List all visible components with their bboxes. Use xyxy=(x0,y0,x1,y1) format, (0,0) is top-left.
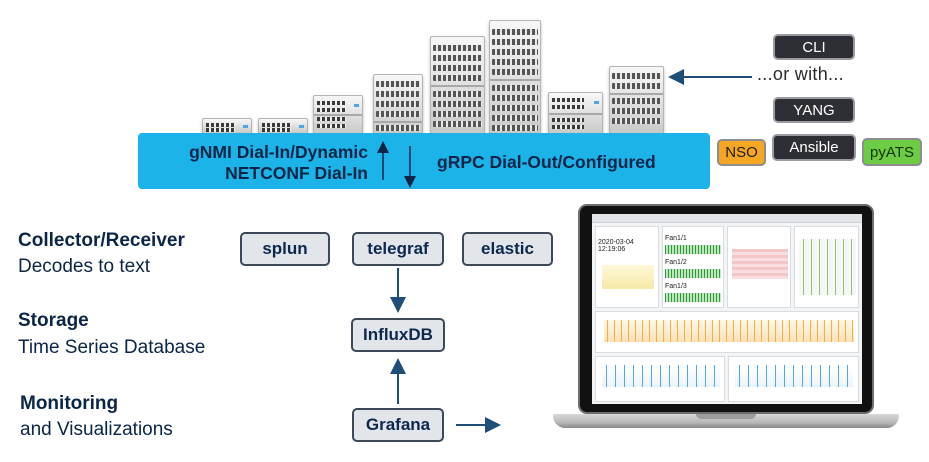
netconf-dial-in-label: NETCONF Dial-In xyxy=(225,163,368,183)
grpc-dial-out-label: gRPC Dial-Out/Configured xyxy=(437,152,656,172)
telegraf-box: telegraf xyxy=(352,232,444,266)
power-supply-chart xyxy=(602,265,654,289)
monitoring-subtitle: and Visualizations xyxy=(20,419,173,440)
bytes-chart-right xyxy=(735,365,853,387)
fan-2-wave xyxy=(665,269,721,278)
fan-3-label: Fan1/3 xyxy=(665,283,687,290)
or-with-label: ...or with... xyxy=(757,64,844,84)
splunk-box: splun xyxy=(240,232,330,266)
ansible-badge: Ansible xyxy=(772,134,856,161)
monitoring-title: Monitoring xyxy=(20,393,119,414)
dashboard-topbar xyxy=(592,214,862,223)
switch-hardware-icon xyxy=(548,92,603,134)
fan-2-label: Fan1/2 xyxy=(665,259,687,266)
switch-hardware-icon xyxy=(489,20,541,134)
switch-hardware-icon xyxy=(313,95,363,134)
grafana-box: Grafana xyxy=(352,408,444,442)
dashboard-fan-panel: Fan1/1 Fan1/2 Fan1/3 xyxy=(662,226,724,308)
dashboard-throughput-panel xyxy=(595,311,859,353)
dashboard-bytes-panel-left xyxy=(595,356,725,402)
cpu-chart xyxy=(799,239,856,295)
fan-1-label: Fan1/1 xyxy=(665,235,687,242)
throughput-chart xyxy=(604,320,854,342)
storage-subtitle: Time Series Database xyxy=(18,337,206,358)
collector-title: Collector/Receiver xyxy=(18,230,185,251)
influxdb-box: InfluxDB xyxy=(351,318,445,352)
dashboard-cpu-panel xyxy=(794,226,859,308)
yang-badge: YANG xyxy=(773,97,855,123)
storage-title: Storage xyxy=(18,310,89,331)
fan-1-wave xyxy=(665,245,721,254)
cli-badge: CLI xyxy=(773,34,855,60)
collector-subtitle: Decodes to text xyxy=(18,256,151,277)
dashboard-bytes-panel-right xyxy=(728,356,859,402)
transport-band xyxy=(138,133,710,189)
nso-badge: NSO xyxy=(717,139,766,166)
gnmi-dial-in-label: gNMI Dial-In/Dynamic xyxy=(189,142,368,162)
pyats-badge: pyATS xyxy=(862,138,922,166)
switch-hardware-icon xyxy=(373,74,423,134)
fan-3-wave xyxy=(665,293,721,302)
grafana-dashboard-screen: 2020-03-04 12:19:06 Fan1/1 Fan1/2 Fan1/3 xyxy=(592,214,862,404)
dashboard-clock-panel: 2020-03-04 12:19:06 xyxy=(595,226,659,308)
temperature-chart xyxy=(732,249,788,279)
laptop-notch xyxy=(696,414,756,419)
dashboard-temperature-panel xyxy=(727,226,791,308)
bytes-chart-left xyxy=(602,365,720,387)
laptop-base xyxy=(553,414,899,428)
elastic-box: elastic xyxy=(462,232,553,266)
dashboard-timestamp: 2020-03-04 12:19:06 xyxy=(598,239,634,253)
switch-hardware-icon xyxy=(609,66,664,134)
